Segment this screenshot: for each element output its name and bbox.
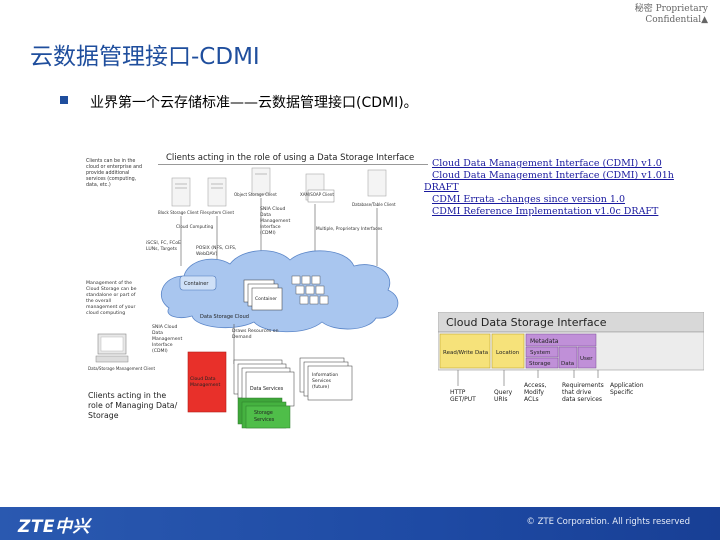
confidential-line-1: 秘密 Proprietary (634, 4, 708, 14)
footer-copyright: © ZTE Corporation. All rights reserved (526, 517, 690, 527)
bullet-icon (60, 96, 68, 104)
label-posix: POSIX (NFS, CIFS, WebDAV) (196, 245, 238, 257)
label-cdmi-top: SNIA Cloud Data Management Interface (CD… (260, 206, 292, 236)
interface-heading: Cloud Data Storage Interface (446, 316, 607, 329)
label-cloud-computing: Cloud Computing (176, 224, 214, 230)
label-data-storage-cloud: Data Storage Cloud (200, 314, 249, 320)
server-icon-xml (305, 173, 335, 203)
label-system: System (530, 350, 551, 356)
document-links: Cloud Data Management Interface (CDMI) v… (424, 158, 700, 218)
link-cdmi-reference[interactable]: CDMI Reference Implementation v1.0c DRAF… (432, 206, 659, 217)
svg-text:Information Services: Information Services (future) (312, 372, 340, 390)
container-box (179, 275, 217, 291)
label-iscsi: iSCSI, FC, FCoE LUNs, Targets (146, 240, 182, 252)
link-cdmi-errata[interactable]: CDMI Errata -changes since version 1.0 (432, 194, 626, 205)
read-write-box (439, 333, 491, 369)
link-cdmi-v1-0[interactable]: Cloud Data Management Interface (CDMI) v… (432, 158, 662, 169)
label-clients-managing: Clients acting in the role of Managing D… (88, 391, 180, 420)
label-container: Container (184, 281, 209, 287)
object-grid (291, 275, 329, 305)
server-icon-database (367, 169, 387, 197)
label-filesystem-client: Filesystem Client (200, 210, 234, 215)
label-metadata: Metadata (530, 338, 559, 345)
interface-connectors (457, 370, 599, 386)
data-box (558, 346, 578, 369)
slide-title: 云数据管理接口-CDMI (30, 44, 260, 70)
label-read-write: Read/Write Data (443, 350, 488, 356)
label-query: Query URIs (494, 389, 514, 403)
label-data-mgmt-client: Data/Storage Management Client (88, 366, 155, 371)
storage-box (525, 357, 559, 369)
computer-icon (95, 333, 129, 363)
server-icon-filesystem (207, 177, 227, 207)
info-services-stack: Information Services (future) (299, 357, 353, 401)
label-data: Data (561, 361, 574, 367)
system-box (525, 346, 559, 358)
confidential-label: 秘密 Proprietary Confidential▲ (608, 4, 708, 26)
diagram-heading: Clients acting in the role of using a Da… (166, 153, 414, 163)
label-location: Location (496, 350, 520, 356)
label-application: Application Specific (610, 382, 645, 396)
confidential-line-2: Confidential▲ (645, 15, 708, 25)
svg-text:Storage Services: Storage Services (254, 410, 275, 423)
label-xml-client: XAM/SOAP Client (300, 192, 334, 197)
label-cloud-data-mgmt: Cloud Data Management (190, 376, 220, 388)
label-block-client: Block Storage Client (158, 210, 199, 215)
label-multiple-interfaces: Multiple, Proprietary Interfaces (316, 226, 383, 232)
label-http: HTTP GET/PUT (450, 389, 476, 403)
svg-text:Container: Container (255, 296, 277, 302)
clients-note: Clients can be in the cloud or enterpris… (86, 158, 144, 188)
label-user: User (580, 356, 593, 362)
label-storage: Storage (529, 361, 551, 367)
location-box (491, 333, 525, 369)
server-icon-object (251, 167, 271, 195)
footer-bar (0, 507, 720, 540)
metadata-box (525, 333, 597, 347)
cloud-data-mgmt-box (187, 351, 227, 413)
server-icon-block (171, 177, 191, 207)
label-requirements: Requirements that drive data services (562, 382, 606, 403)
link-cdmi-v1-01h[interactable]: Cloud Data Management Interface (CDMI) v… (432, 170, 674, 181)
storage-services-stack: Storage Services (237, 397, 291, 429)
label-object-client: Object Storage Client (234, 192, 277, 197)
bullet-text: 业界第一个云存储标准——云数据管理接口(CDMI)。 (90, 95, 418, 111)
label-draws-resources: Draws Resources on Demand (232, 328, 280, 340)
link-draft[interactable]: DRAFT (424, 182, 459, 193)
label-database-client: Database/Table Client (352, 202, 396, 207)
user-box (577, 346, 597, 369)
cdmi-architecture-diagram: Clients acting in the role of using a Da… (86, 153, 428, 429)
svg-text:Data Services: Data Services (250, 386, 284, 392)
label-cdmi-bottom: SNIA Cloud Data Management Interface (CD… (152, 324, 184, 354)
label-access: Access, Modify ACLs (524, 382, 548, 403)
management-note: Management of the Cloud Storage can be s… (86, 280, 138, 316)
container-stack: Container (243, 279, 283, 311)
heading-rule (158, 164, 428, 165)
cloud-data-storage-interface-diagram: Cloud Data Storage Interface Read/Write … (438, 312, 704, 403)
zte-logo: ZTE中兴 (18, 517, 91, 537)
